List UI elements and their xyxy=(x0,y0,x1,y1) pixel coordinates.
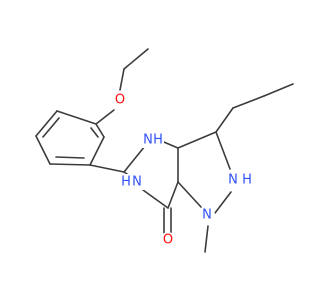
pyrazole-amine-n: N xyxy=(228,173,238,188)
ring-amine-top-n: N xyxy=(143,133,153,148)
bond-benzene-5 xyxy=(89,136,105,166)
bond-benzene-inner-1 xyxy=(42,117,60,138)
bond-c5-nh-top xyxy=(123,145,146,173)
ether-oxygen: O xyxy=(112,92,128,108)
bond-benzene-6 xyxy=(95,123,105,138)
bond-n-methyl-c7a xyxy=(177,181,202,208)
ring-amine-left: H N xyxy=(120,174,144,190)
ring-amine-top-h: H xyxy=(153,133,163,148)
bond-propyl-3 xyxy=(263,83,294,97)
bond-ethyl-ch3-ch2 xyxy=(123,48,149,70)
atom-layer: O N H H N N H N xyxy=(112,92,254,248)
pyrazole-amine-h: H xyxy=(242,173,252,188)
bond-c3-nh xyxy=(215,131,231,170)
bond-benzene-3 xyxy=(35,135,51,165)
carbonyl-oxygen-label: O xyxy=(163,233,173,248)
ring-amine-left-h: H xyxy=(121,175,131,190)
bond-benzene-inner-2 xyxy=(55,156,85,159)
bond-benzene-4 xyxy=(49,163,91,166)
bond-propyl-2 xyxy=(232,95,265,109)
bond-benzene-2 xyxy=(35,110,58,137)
bond-aryl-c5 xyxy=(89,164,125,173)
carbonyl-oxygen: O xyxy=(160,232,176,248)
bond-propyl-1 xyxy=(215,107,234,133)
pyrazole-amine: N H xyxy=(226,172,254,188)
bond-n-methyl-ch3 xyxy=(204,225,209,253)
bond-ethyl-ch2-o xyxy=(119,68,125,91)
methyl-amine-label: N xyxy=(202,208,212,223)
bond-nh-n-methyl xyxy=(214,191,232,214)
ring-amine-left-n: N xyxy=(132,175,142,190)
bond-c4a-c3 xyxy=(177,131,217,149)
bond-o-aryl xyxy=(95,109,115,125)
ring-amine-top: N H xyxy=(142,132,164,148)
bond-layer xyxy=(35,48,294,253)
molecule-canvas: O N H H N N H N xyxy=(35,48,294,253)
methyl-amine: N xyxy=(199,207,215,223)
bond-c7a-c7 xyxy=(167,181,179,209)
ether-oxygen-label: O xyxy=(115,93,125,108)
structure-diagram: O N H H N N H N xyxy=(35,48,294,253)
bond-benzene-inner-3 xyxy=(90,127,99,138)
bond-c7-nh-left xyxy=(142,189,169,209)
bond-benzene-1 xyxy=(56,110,97,125)
